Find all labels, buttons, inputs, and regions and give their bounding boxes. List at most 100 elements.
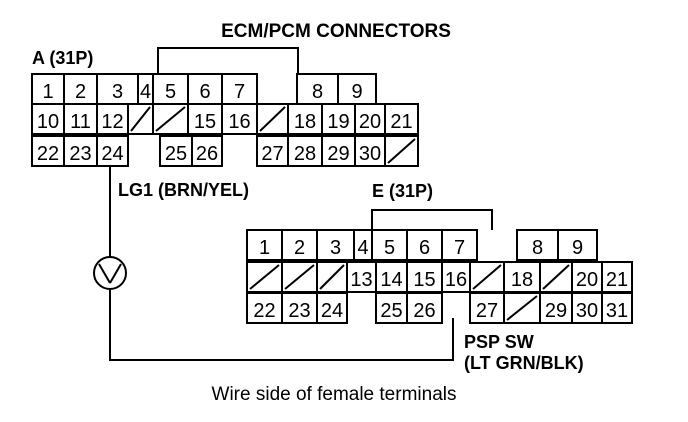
connector-a-pin-label: 2 [75,81,86,103]
connector-a-pin-label: 23 [69,143,91,165]
connector-e-cavity: 5 [371,229,408,261]
connector-e-pin-label: 15 [413,269,435,291]
voltmeter-icon [93,256,127,290]
connector-a-cavity: 20 [354,103,386,135]
connector-a-cavity: 18 [287,103,323,135]
connector-a-unused-cavity [256,103,289,135]
connector-a-pin-label: 11 [70,111,91,133]
diagram-title: ECM/PCM CONNECTORS [221,21,451,42]
connector-a-pin-label: 5 [165,81,176,103]
connector-a-pin-label: 28 [294,143,316,165]
connector-a-unused-cavity [152,103,189,135]
connector-e-cavity: 15 [406,261,443,293]
connector-e-pin-label: 6 [419,237,430,259]
connector-e-unused-cavity [503,292,541,324]
connector-a-cavity: 3 [96,73,139,105]
connector-e-pin-label: 22 [253,300,275,322]
diagram-caption: Wire side of female terminals [212,384,457,405]
connector-e-cavity: 2 [281,229,318,261]
connector-a-cavity: 8 [296,73,339,105]
connector-e-pin-label: 14 [380,269,402,291]
connector-a-pin-label: 12 [101,111,123,133]
connector-e-label: E (31P) [372,181,433,201]
connector-a-cavity: 16 [221,103,258,135]
connector-e-pin-label: 30 [576,300,598,322]
connector-a-cavity: 4 [137,73,154,105]
connector-a-unused-cavity [127,103,154,135]
connector-a-pin-label: 19 [327,111,349,133]
connector-e-pin-label: 13 [350,269,372,291]
connector-a-cavity: 6 [187,73,223,105]
connector-e-pin-label: 9 [572,237,583,259]
wire-e-label-line1: PSP SW [464,332,534,352]
connector-e-unused-cavity [281,261,318,293]
connector-a-pin-label: 27 [261,143,283,165]
connector-e-pin-label: 4 [357,237,368,259]
connector-a-pin-label: 25 [165,143,187,165]
wire-e-label-line2: (LT GRN/BLK) [464,353,584,373]
connector-e-cavity: 1 [246,229,283,261]
connector-e-pin-label: 18 [511,269,533,291]
connector-a-label: A (31P) [32,48,93,68]
connector-a-cavity: 28 [287,135,323,167]
connector-a-pin-label: 1 [42,81,53,103]
connector-a-pin-label: 8 [312,81,323,103]
connector-e-cavity: 24 [316,292,348,324]
connector-a-pin-label: 20 [359,111,381,133]
connector-a-pin-label: 30 [359,143,381,165]
connector-e-pin-label: 23 [288,300,310,322]
connector-a-cavity: 27 [256,135,289,167]
connector-e-cavity: 26 [406,292,443,324]
connector-a-pin-label: 7 [234,81,245,103]
connector-a-pin-label: 15 [194,111,216,133]
connector-a-pin-label: 16 [228,111,250,133]
connector-a-cavity: 30 [354,135,386,167]
connector-e-cavity: 29 [539,292,573,324]
connector-e-cavity: 25 [375,292,408,324]
connector-e-cavity: 27 [469,292,505,324]
connector-a-cavity: 22 [31,135,65,167]
connector-e-pin-label: 29 [545,300,567,322]
connector-a-pin-label: 3 [112,81,123,103]
connector-e-cavity: 13 [346,261,377,293]
connector-e-cavity: 7 [441,229,478,261]
connector-a-cavity: 21 [384,103,419,135]
connector-e-lock-tab [371,209,493,230]
connector-e-cavity: 21 [601,261,633,293]
connector-e-cavity: 18 [503,261,541,293]
connector-a-cavity: 23 [63,135,98,167]
connector-e-pin-label: 25 [380,300,402,322]
connector-a-pin-label: 22 [37,143,59,165]
connector-e-cavity: 3 [316,229,355,261]
connector-e-pin-label: 3 [330,237,341,259]
connector-e-cavity: 20 [571,261,603,293]
connector-e-pin-label: 20 [576,269,598,291]
connector-a-cavity: 9 [337,73,377,105]
connector-e-pin-label: 24 [321,300,343,322]
connector-e-cavity: 30 [571,292,603,324]
connector-e-pin-label: 26 [413,300,435,322]
connector-a-pin-label: 10 [37,111,59,133]
connector-e-pin-label: 16 [445,269,467,291]
connector-e-pin-label: 1 [259,237,270,259]
connector-a-pin-label: 21 [390,111,412,133]
connector-a-cavity: 11 [63,103,98,135]
connector-e-unused-cavity [469,261,505,293]
connector-e-cavity: 23 [281,292,318,324]
connector-a-pin-label: 24 [101,143,123,165]
connector-e-pin-label: 2 [294,237,305,259]
connector-a-cavity: 12 [96,103,129,135]
connector-e-cavity: 4 [353,229,373,261]
connector-e-cavity: 22 [246,292,283,324]
connector-a-pin-label: 26 [196,143,218,165]
connector-a-cavity: 19 [321,103,356,135]
connector-e-pin-label: 27 [476,300,498,322]
connector-a-cavity: 10 [31,103,65,135]
connector-e-cavity: 14 [375,261,408,293]
connector-a-pin-label: 6 [199,81,210,103]
